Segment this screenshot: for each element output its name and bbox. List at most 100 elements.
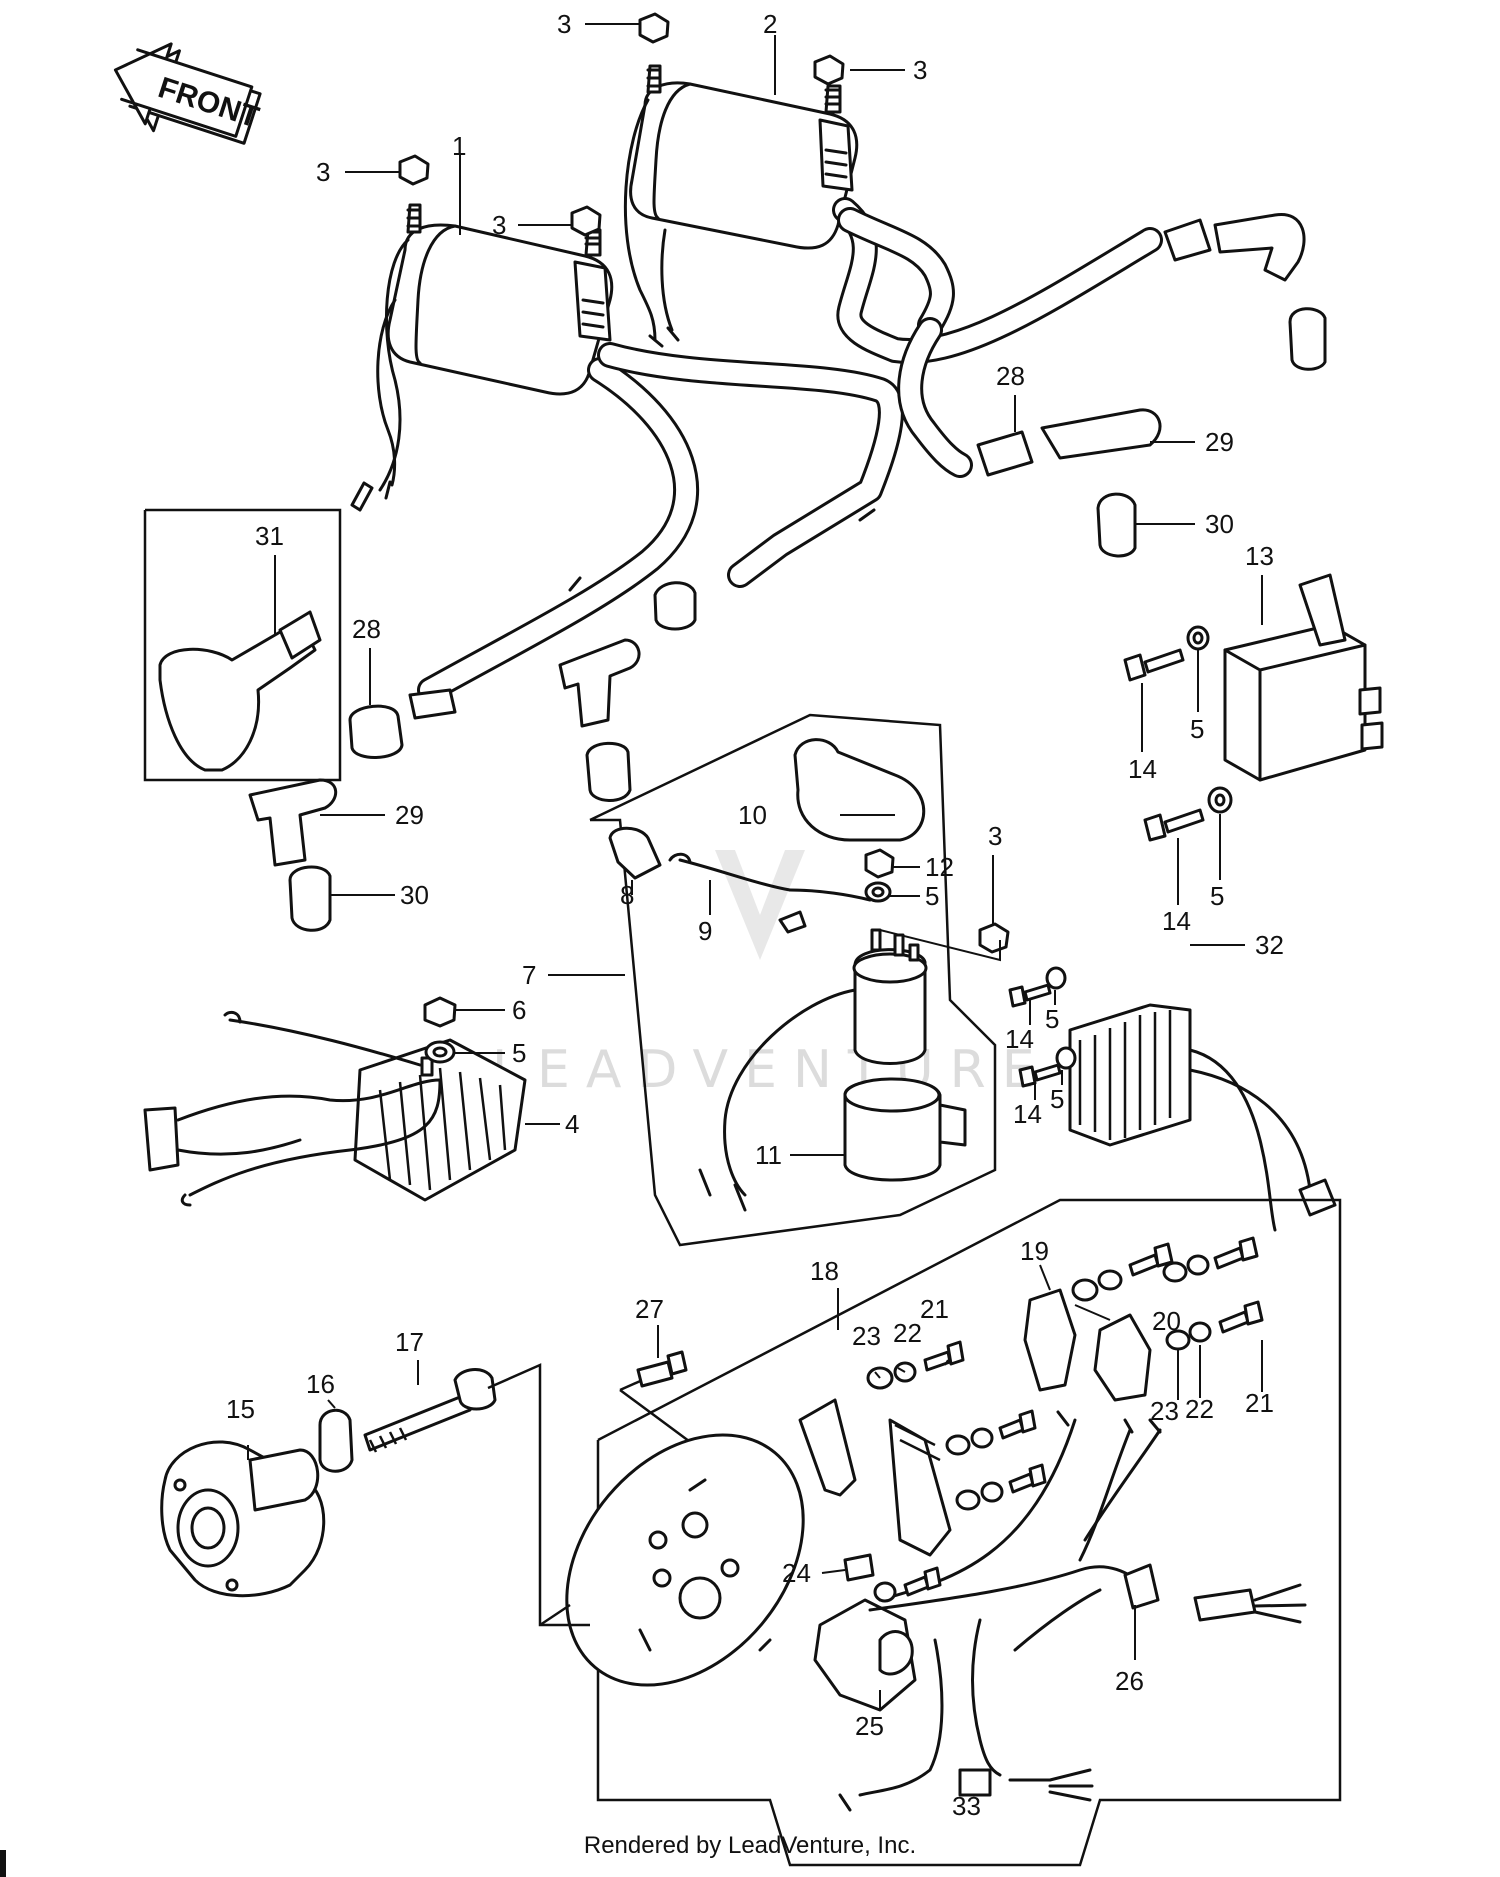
callout-22-a: 22: [893, 1318, 922, 1348]
callout-33: 33: [952, 1791, 981, 1821]
plug-cap-set-left: [248, 581, 697, 932]
callout-5-rr-b: 5: [1050, 1084, 1064, 1114]
callout-20: 20: [1152, 1306, 1181, 1336]
callout-5-regulator-b: 5: [1210, 881, 1224, 911]
callout-31: 31: [255, 521, 284, 551]
wiring-harness-26: [868, 1410, 1307, 1652]
callout-18: 18: [810, 1256, 839, 1286]
callout-16: 16: [306, 1369, 335, 1399]
rectifier-4: [143, 1010, 527, 1207]
callout-2: 2: [763, 9, 777, 39]
edge-mark: [0, 1850, 6, 1877]
nut-3-coil-1: [398, 154, 430, 186]
callout-30-left: 30: [400, 880, 429, 910]
callout-25: 25: [855, 1711, 884, 1741]
washers-middle: [873, 1409, 1047, 1603]
screw-21-b: [1218, 1300, 1264, 1334]
pickup-coil-25: [813, 1598, 917, 1712]
nut-3-relay: [978, 922, 1010, 954]
callout-15: 15: [226, 1394, 255, 1424]
bolt-14-regulator-a: [1123, 648, 1185, 682]
callout-9: 9: [698, 916, 712, 946]
callout-4: 4: [565, 1109, 579, 1139]
ignition-coil-2: [629, 64, 859, 250]
callout-24: 24: [782, 1558, 811, 1588]
callout-21-b: 21: [1245, 1388, 1274, 1418]
relay-cover-10: [793, 738, 926, 842]
callout-1: 1: [452, 131, 466, 161]
pickup-assembly-frame: [596, 1198, 1342, 1867]
coil-2-lead: [623, 98, 657, 342]
callout-21-a: 21: [920, 1294, 949, 1324]
callout-32: 32: [1255, 930, 1284, 960]
callout-numbers: 3 2 3 1 3 3 28 29 30 31 13 28 5 14 29 10…: [226, 9, 1284, 1821]
callout-3-left: 3: [316, 157, 330, 187]
callout-12: 12: [925, 852, 954, 882]
callout-6: 6: [512, 995, 526, 1025]
timing-advancer-15: [160, 1440, 326, 1598]
callout-23-b: 23: [1150, 1396, 1179, 1426]
callout-26: 26: [1115, 1666, 1144, 1696]
callout-3-right: 3: [913, 55, 927, 85]
nut-6: [423, 996, 457, 1028]
bolt-14-regulator-b: [1143, 808, 1205, 842]
washer-5-rr-a: [1045, 966, 1067, 990]
front-arrow: FRONT: [113, 42, 263, 145]
callout-30-right: 30: [1205, 509, 1234, 539]
terminal-boot-8: [608, 826, 662, 880]
plug-cap-set-mid-right: [976, 408, 1162, 558]
starter-relay: [698, 928, 928, 1212]
spark-plug-cap-box: [143, 508, 342, 782]
watermark-text: LEADVENTURE: [492, 1040, 1051, 1100]
callout-28-right: 28: [996, 361, 1025, 391]
washer-5-rectifier: [424, 1040, 456, 1064]
screw-27: [636, 1350, 688, 1388]
washer-5-regulator-b: [1207, 786, 1233, 814]
callout-8: 8: [620, 880, 634, 910]
callout-13: 13: [1245, 541, 1274, 571]
callout-7: 7: [522, 960, 536, 990]
callout-3-center: 3: [492, 210, 506, 240]
washer-5-relay: [864, 881, 892, 903]
high-tension-cables: [417, 197, 1163, 703]
nut-12: [864, 848, 895, 879]
callout-23-a: 23: [852, 1321, 881, 1351]
callout-27: 27: [635, 1294, 664, 1324]
callout-5-regulator-a: 5: [1190, 714, 1204, 744]
callout-5-relay: 5: [925, 881, 939, 911]
callout-14-regulator-a: 14: [1128, 754, 1157, 784]
spring-16: [318, 1409, 354, 1473]
base-plate: [565, 1433, 805, 1687]
callout-5-rectifier: 5: [512, 1038, 526, 1068]
callout-29-left: 29: [395, 800, 424, 830]
bolt-14-rr-a: [1008, 983, 1052, 1008]
footer-credit: Rendered by LeadVenture, Inc.: [583, 1832, 917, 1859]
callout-3-relay: 3: [988, 821, 1002, 851]
callout-10: 10: [738, 800, 767, 830]
regulator-rectifier-32: [1068, 1003, 1337, 1232]
nut-3-top: [638, 12, 670, 44]
callout-5-rr-a: 5: [1045, 1004, 1059, 1034]
pickup-coil-20: [1093, 1313, 1152, 1402]
starter-relay-frame: [589, 713, 997, 1247]
washer-22-b: [1188, 1321, 1212, 1343]
washer-5-rr-b: [1055, 1046, 1077, 1070]
callout-3-top: 3: [557, 9, 571, 39]
nut-3-middle: [570, 205, 602, 237]
pickup-coil-19: [1023, 1288, 1077, 1392]
callout-14-rr-a: 14: [1005, 1024, 1034, 1054]
pickup-plate: [798, 1398, 952, 1557]
callout-14-rr-b: 14: [1013, 1099, 1042, 1129]
coil-1-lead-b: [376, 298, 397, 487]
callout-29-right: 29: [1205, 427, 1234, 457]
plug-cap-set-top-right: [1163, 213, 1327, 371]
damper-24: [843, 1553, 875, 1582]
leader-lines: [247, 23, 1263, 1790]
lead-wire-9: [668, 852, 872, 934]
callout-17: 17: [395, 1327, 424, 1357]
bolt-17: [363, 1368, 497, 1453]
relay-bracket-11: [843, 1077, 967, 1182]
screw-21-a: [923, 1340, 965, 1372]
bolt-14-rr-b: [1018, 1063, 1062, 1088]
